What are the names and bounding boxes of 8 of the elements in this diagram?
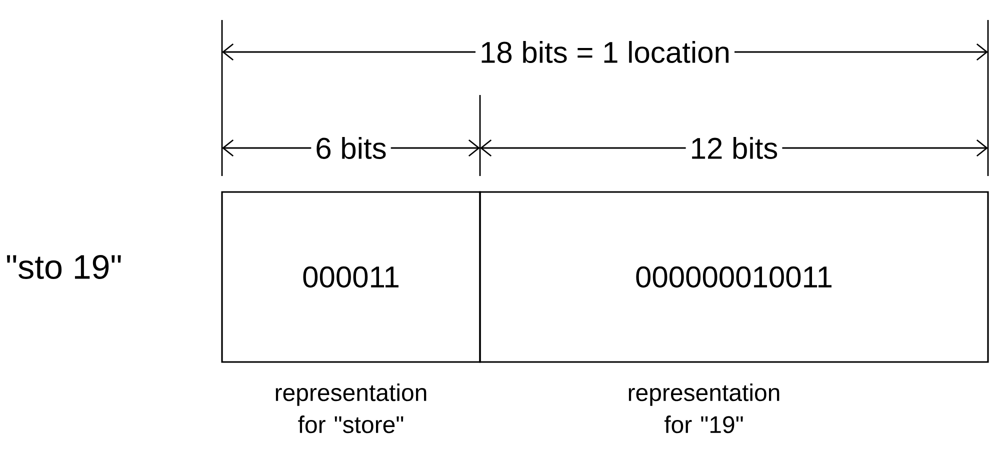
bit-field-cell: 000011: [221, 191, 481, 363]
dimension-label: 6 bits: [311, 132, 391, 163]
dimension-label: 12 bits: [686, 132, 782, 163]
cell-caption: representation for "19": [628, 384, 780, 434]
cell-caption: representation for "store": [276, 384, 426, 434]
bit-field-cell: 000000010011: [479, 191, 989, 363]
instruction-label: "sto 19": [7, 254, 121, 280]
dimension-label: 18 bits = 1 location: [476, 36, 734, 67]
